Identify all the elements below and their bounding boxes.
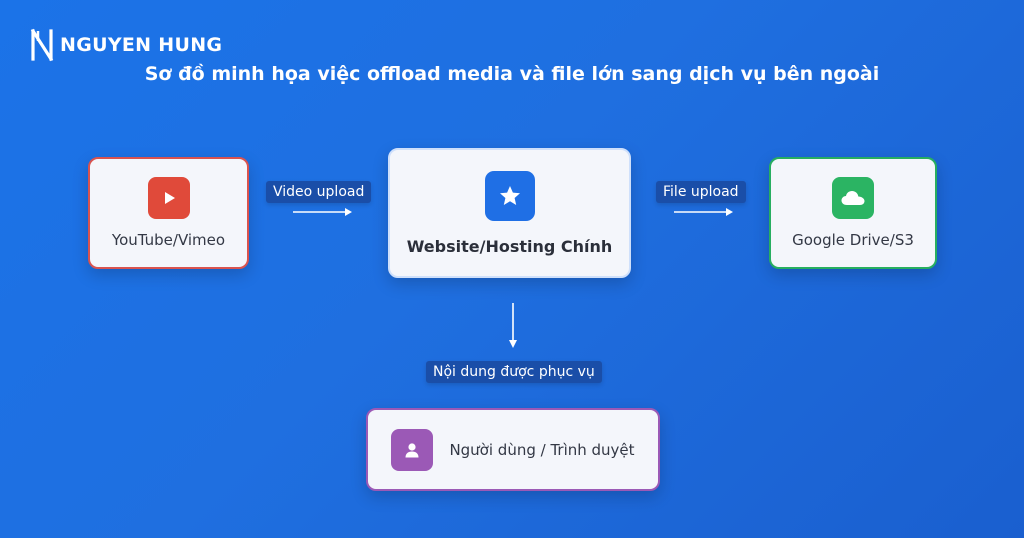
cloud-icon xyxy=(832,177,874,219)
diagram-title: Sơ đồ minh họa việc offload media và fil… xyxy=(144,63,880,85)
user-icon xyxy=(391,428,434,471)
node-website-label: Website/Hosting Chính xyxy=(406,236,613,256)
brand-name: NGUYEN HUNG xyxy=(60,34,223,56)
node-google-drive-s3: Google Drive/S3 xyxy=(769,157,937,269)
brand-logo: NGUYEN HUNG xyxy=(30,26,222,64)
play-icon xyxy=(147,177,190,219)
node-youtube-label: YouTube/Vimeo xyxy=(111,231,226,249)
edge-label-content-served: Nội dung được phục vụ xyxy=(426,361,602,383)
node-website-hosting: Website/Hosting Chính xyxy=(388,148,631,278)
node-user-browser: Người dùng / Trình duyệt xyxy=(366,408,660,491)
edge-label-video-upload: Video upload xyxy=(266,181,372,203)
arrow-content-served xyxy=(509,303,517,348)
star-icon xyxy=(484,170,535,221)
arrow-file-upload xyxy=(674,208,733,216)
nh-logo-icon xyxy=(30,28,54,62)
edge-label-file-upload: File upload xyxy=(656,181,746,203)
node-drive-label: Google Drive/S3 xyxy=(792,231,914,249)
node-user-label: Người dùng / Trình duyệt xyxy=(449,440,635,459)
node-youtube-vimeo: YouTube/Vimeo xyxy=(88,157,249,269)
arrow-video-upload xyxy=(293,208,352,216)
